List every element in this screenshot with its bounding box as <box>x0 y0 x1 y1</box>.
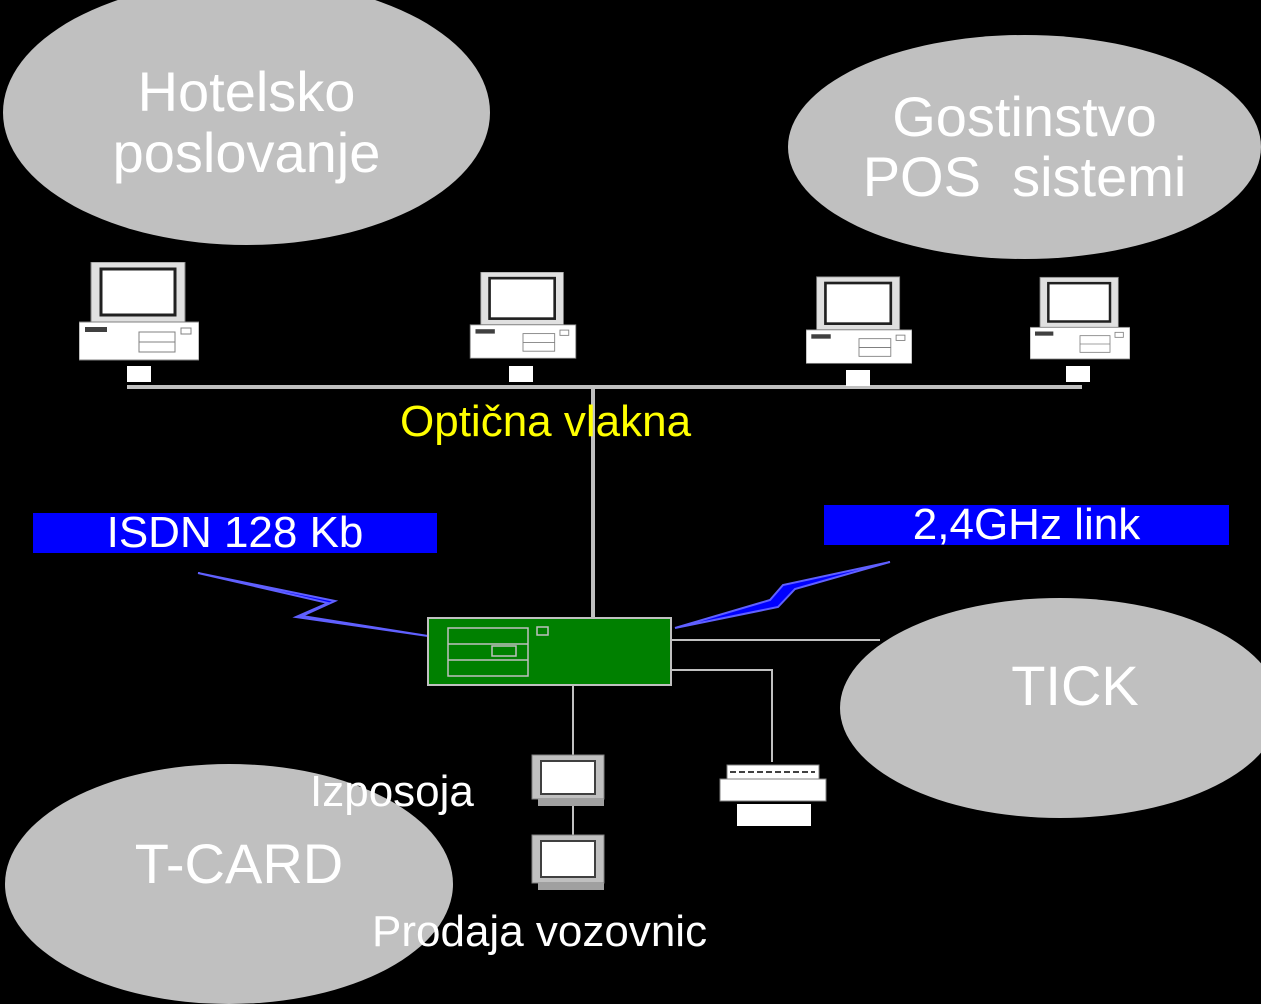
tick-ellipse: TICK <box>840 598 1261 818</box>
network-diagram <box>127 366 1090 890</box>
printer-connection-line <box>671 669 773 762</box>
pc4-connector <box>1066 366 1090 382</box>
workstation-1-icon <box>79 262 199 361</box>
workstation-4-icon <box>1030 276 1130 360</box>
workstation-3-icon <box>806 276 912 364</box>
hotel-ellipse-line2: poslovanje <box>112 120 381 184</box>
central-server-icon <box>427 617 672 686</box>
ghz-link-label: 2,4GHz link <box>824 503 1229 547</box>
isdn-link-label: ISDN 128 Kb <box>33 511 437 555</box>
pc3-connector <box>846 370 870 386</box>
hotel-ellipse-line1: Hotelsko <box>137 60 356 124</box>
isdn-lightning-icon <box>197 572 429 637</box>
izposoja-label: Izposoja <box>310 767 474 816</box>
gostinstvo-ellipse-line1: Gostinstvo <box>892 84 1157 148</box>
prodaja-vozovnic-label: Prodaja vozovnic <box>372 907 708 956</box>
hotel-business-ellipse: Hotelsko poslovanje <box>3 0 490 245</box>
izposoja-terminal-icon <box>531 754 605 806</box>
pc2-connector <box>509 366 533 382</box>
tcard-ellipse-label: T-CARD <box>134 831 344 895</box>
tick-ellipse-label: TICK <box>1011 653 1139 717</box>
tcard-ellipse: T-CARD <box>5 764 453 1004</box>
printer-icon <box>719 764 827 826</box>
workstation-2-icon <box>469 272 577 359</box>
ghz-lightning-icon <box>674 561 891 629</box>
fiber-optic-label: Optična vlakna <box>400 397 692 446</box>
prodaja-terminal-icon <box>531 834 605 890</box>
pc1-connector <box>127 366 151 382</box>
gostinstvo-ellipse-line2: POS sistemi <box>862 145 1187 208</box>
gostinstvo-pos-ellipse: Gostinstvo POS sistemi <box>788 35 1261 259</box>
